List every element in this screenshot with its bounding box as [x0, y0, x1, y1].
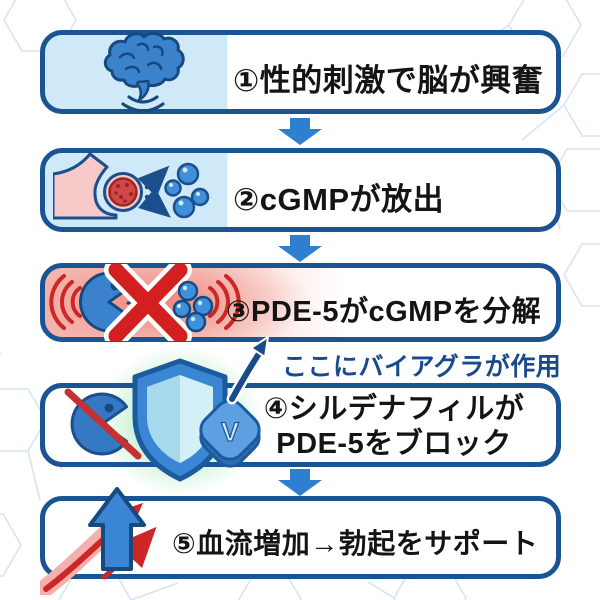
down-arrow-icon	[278, 235, 322, 262]
vessel-dots	[114, 183, 133, 203]
pde5-blocked-pacman-icon	[64, 388, 142, 460]
down-arrow-icon	[278, 118, 322, 145]
pde5-enzyme-blocked-icon	[49, 264, 241, 341]
step-3-label: ③PDE-5がcGMPを分解	[226, 296, 542, 328]
blood-vessel-icon	[53, 152, 210, 220]
release-arrows-icon	[137, 165, 171, 218]
blood-flow-icon	[40, 487, 157, 595]
down-arrow-icon	[278, 469, 322, 496]
step-4-label-line2: PDE-5をブロック	[276, 428, 512, 460]
brain-icon	[103, 31, 185, 113]
cgmp-molecules-icon	[172, 280, 214, 333]
curved-arrow-icon	[226, 334, 270, 405]
cgmp-molecules-icon	[164, 162, 210, 219]
step-2-label: ②cGMPが放出	[233, 182, 445, 217]
block-slash-icon	[64, 388, 142, 460]
vibration-arcs-icon	[49, 274, 241, 330]
step-4-label: ④シルデナフィルが PDE-5をブロック	[243, 392, 545, 462]
step-1-label: ①性的刺激で脳が興奮	[233, 63, 544, 98]
viagra-pill-icon: V	[199, 399, 261, 468]
pill-letter: V	[221, 417, 239, 447]
red-x-icon	[104, 264, 192, 341]
increase-up-arrow-icon	[88, 487, 146, 571]
step-5-label: ⑤血流増加→勃起をサポート	[172, 528, 539, 559]
annotation-label: ここにバイアグラが作用	[282, 353, 562, 381]
step-4-label-line1: ④シルデナフィルが	[263, 393, 525, 425]
